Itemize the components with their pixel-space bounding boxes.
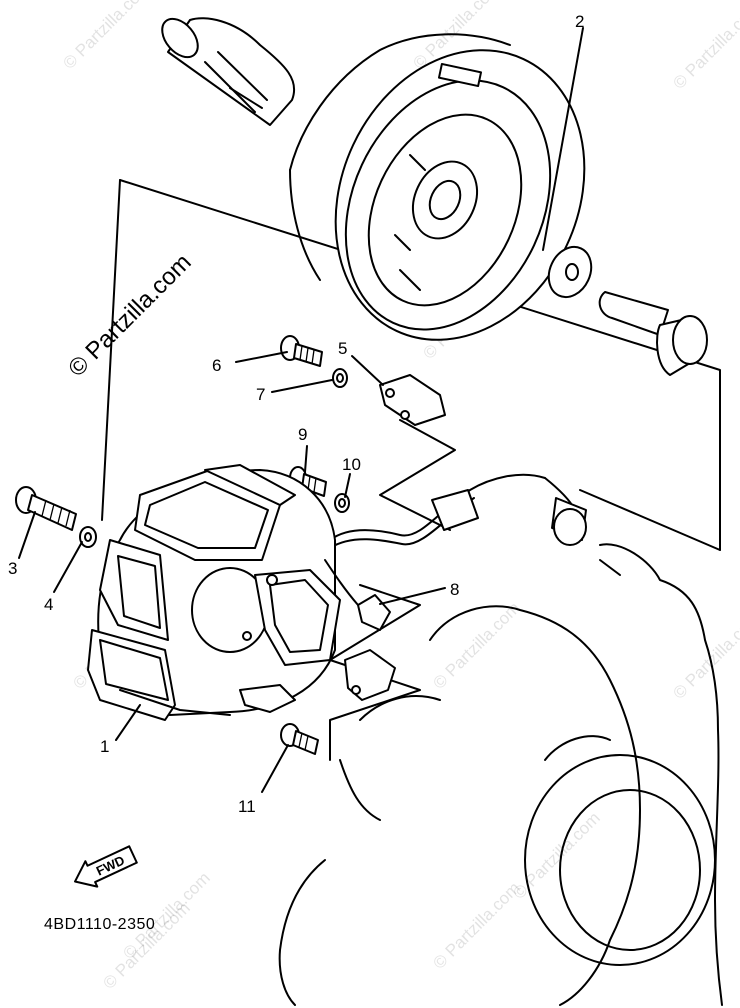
screw-6 (280, 335, 323, 367)
callout-1: 1 (100, 737, 109, 756)
callout-numbers: 1 2 3 4 5 6 7 8 9 10 11 (8, 12, 584, 816)
watermark-tile: © Partzilla.com (429, 878, 523, 972)
callout-10: 10 (342, 455, 361, 474)
assembly-frame-lines (101, 179, 721, 761)
stator-assembly (87, 464, 341, 721)
screw-11 (280, 723, 319, 755)
watermark-main: © Partzilla.com (63, 249, 196, 382)
watermark-tile: © Partzilla.com (59, 0, 153, 73)
callout-7: 7 (256, 385, 265, 404)
rotor-washer (547, 245, 593, 299)
washer-4 (79, 526, 97, 548)
crankshaft-end (161, 17, 296, 126)
watermark-tile: © Partzilla.com (669, 608, 740, 702)
flywheel-rotor (289, 33, 586, 341)
callout-3: 3 (8, 559, 17, 578)
screw-3 (15, 486, 77, 531)
callout-9: 9 (298, 425, 307, 444)
watermark-tile: © Partzilla.com (669, 0, 740, 93)
watermark-tile: © Partzilla.com (509, 808, 603, 902)
diagram-code: 4BD1110-2350 (44, 916, 155, 933)
crankcase-cover (278, 543, 723, 1006)
washer-7 (332, 368, 348, 388)
callout-11: 11 (238, 797, 256, 816)
wire-harness (329, 473, 587, 549)
washer-10 (334, 493, 350, 513)
leader-lines (18, 27, 584, 793)
callout-6: 6 (212, 356, 221, 375)
callout-5: 5 (338, 339, 347, 358)
watermark-tile: © Partzilla.com (429, 598, 523, 692)
rotor-nut-bolt (598, 291, 708, 376)
callout-4: 4 (44, 595, 53, 614)
callout-2: 2 (575, 12, 584, 31)
fwd-arrow-icon: FWD (73, 845, 138, 888)
callout-8: 8 (450, 580, 459, 599)
pickup-bracket-5 (379, 374, 446, 426)
